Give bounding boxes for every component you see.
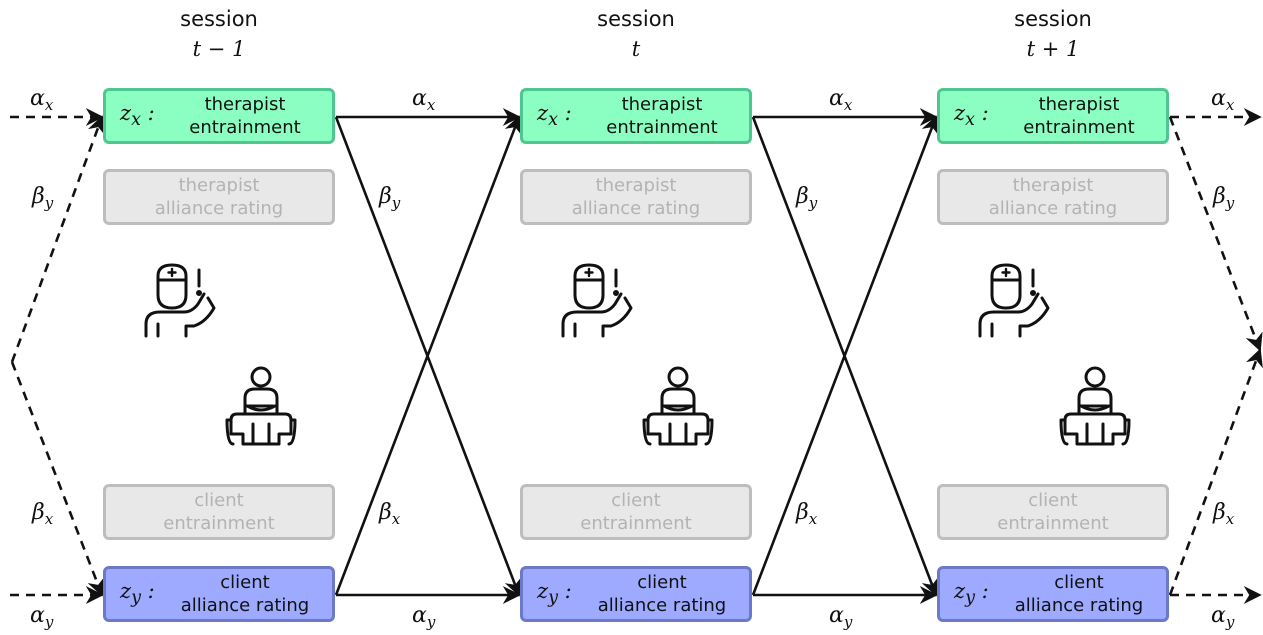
latent-variable-zy: zy : [954,579,989,609]
edge-label-beta-y: βy [379,184,401,212]
edge-label-beta-x: βx [32,500,54,528]
edge-label-alpha-x: αx [829,86,853,114]
edge-label-beta-y: βy [32,184,54,212]
session-header: session t − 1 [99,4,339,64]
edge-label-beta-y: βy [796,184,818,212]
edge-label-alpha-y: αy [1211,603,1235,631]
latent-variable-zy: zy : [537,579,572,609]
edge-label-beta-y: βy [1213,184,1235,212]
client-seated-icon [225,366,297,446]
edge-beta-x-1 [334,115,522,596]
edge-label-alpha-y: αy [30,603,54,631]
edge-label-beta-x: βx [379,500,401,528]
session-header-label: session [180,7,258,31]
therapist-icon [144,263,216,338]
edge-label-beta-x: βx [796,500,818,528]
session-header-index: t + 1 [1026,37,1080,61]
therapist-icon [561,263,633,338]
edge-out-beta-x [1168,348,1263,596]
latent-variable-zx: zx : [954,101,989,131]
edge-label-alpha-y: αy [829,603,853,631]
client-seated-icon [1059,366,1131,446]
edge-out-beta-y [1168,116,1263,352]
latent-variable-zy: zy : [120,579,155,609]
client-seated-icon [642,366,714,446]
edge-in-beta-x [10,115,105,363]
session-header: session t [516,4,756,64]
session-header-label: session [597,7,675,31]
session-header: session t + 1 [933,4,1173,64]
edge-label-alpha-x: αx [30,86,54,114]
therapist-icon [978,263,1050,338]
session-header-index: t − 1 [192,37,246,61]
edge-label-alpha-x: αx [1211,86,1235,114]
session-header-label: session [1014,7,1092,31]
edge-in-beta-y [10,361,105,597]
session-header-index: t [631,37,641,61]
latent-variable-zx: zx : [120,101,155,131]
edge-label-alpha-x: αx [412,86,436,114]
edge-beta-x-2 [751,115,939,596]
edge-label-alpha-y: αy [412,603,436,631]
latent-variable-zx: zx : [537,101,572,131]
edge-label-beta-x: βx [1213,500,1235,528]
